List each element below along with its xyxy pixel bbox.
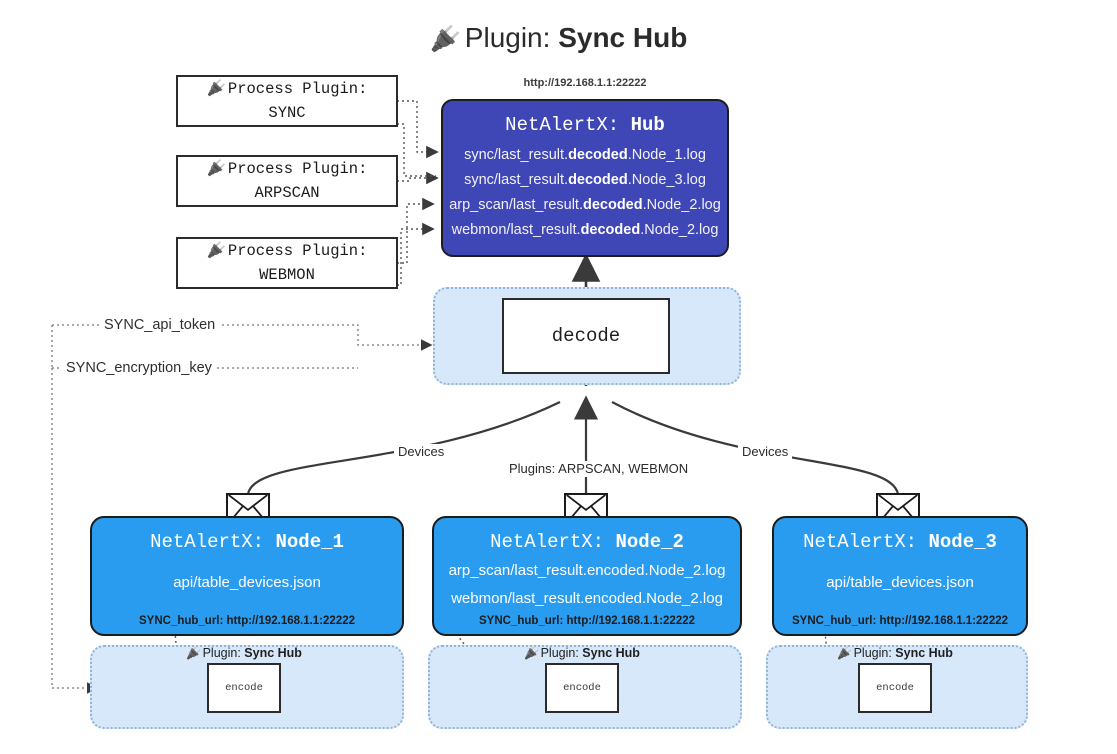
node-2[interactable]: NetAlertX: Node_2 arp_scan/last_result.e… xyxy=(432,516,742,636)
process-plugin-name: ARPSCAN xyxy=(254,184,320,202)
process-plugin-caption: Process Plugin: xyxy=(227,80,368,98)
hub-log-line: webmon/last_result.decoded.Node_2.log xyxy=(451,222,719,238)
decode-box[interactable]: decode xyxy=(502,298,670,374)
page-title: 🔌Plugin: Sync Hub xyxy=(0,16,1117,61)
node-3[interactable]: NetAlertX: Node_3 api/table_devices.json… xyxy=(772,516,1028,636)
node-line: api/table_devices.json xyxy=(173,574,321,591)
page-title-prefix: Plugin: xyxy=(464,22,551,53)
encode-caption-node-1: 🔌Plugin: Sync Hub xyxy=(186,646,302,660)
edge-label-center-plugins: Plugins: ARPSCAN, WEBMON xyxy=(505,461,693,477)
node-footer: SYNC_hub_url: http://192.168.1.1:22222 xyxy=(478,615,696,627)
secret-label-api-token: SYNC_api_token xyxy=(100,316,220,334)
process-plugin-webmon[interactable]: 🔌Process Plugin: WEBMON xyxy=(176,237,398,289)
node-line: arp_scan/last_result.encoded.Node_2.log xyxy=(448,562,726,579)
plug-icon: 🔌 xyxy=(429,25,461,53)
plug-icon: 🔌 xyxy=(186,646,202,660)
node-line: webmon/last_result.encoded.Node_2.log xyxy=(451,590,723,607)
process-plugin-arpscan[interactable]: 🔌Process Plugin: ARPSCAN xyxy=(176,155,398,207)
node-title-prefix: NetAlertX: xyxy=(803,531,918,553)
process-plugin-name: SYNC xyxy=(268,104,306,122)
encode-caption-node-2: 🔌Plugin: Sync Hub xyxy=(524,646,640,660)
node-line: api/table_devices.json xyxy=(826,574,974,591)
process-plugin-caption: Process Plugin: xyxy=(227,160,368,178)
process-plugin-sync[interactable]: 🔌Process Plugin: SYNC xyxy=(176,75,398,127)
edge-label-right-devices: Devices xyxy=(738,444,793,460)
hub-node[interactable]: NetAlertX: Hub sync/last_result.decoded.… xyxy=(441,99,729,257)
hub-log-list: sync/last_result.decoded.Node_1.log sync… xyxy=(443,143,727,243)
node-title-name: Node_1 xyxy=(275,531,344,553)
hub-title-prefix: NetAlertX: xyxy=(505,114,620,136)
hub-url-label: http://192.168.1.1:22222 xyxy=(523,77,647,89)
node-1[interactable]: NetAlertX: Node_1 api/table_devices.json… xyxy=(90,516,404,636)
node-title-prefix: NetAlertX: xyxy=(150,531,265,553)
encode-box-node-2[interactable]: encode xyxy=(545,663,619,713)
plug-icon: 🔌 xyxy=(206,80,226,97)
plug-icon: 🔌 xyxy=(837,646,853,660)
hub-log-line: sync/last_result.decoded.Node_1.log xyxy=(464,147,706,163)
node-title-name: Node_2 xyxy=(615,531,684,553)
hub-title-name: Hub xyxy=(630,114,665,136)
encode-box-node-3[interactable]: encode xyxy=(858,663,932,713)
edge-label-left-devices: Devices xyxy=(394,444,449,460)
plug-icon: 🔌 xyxy=(524,646,540,660)
hub-log-line: arp_scan/last_result.decoded.Node_2.log xyxy=(449,197,721,213)
node-footer: SYNC_hub_url: http://192.168.1.1:22222 xyxy=(791,615,1009,627)
encode-caption-node-3: 🔌Plugin: Sync Hub xyxy=(837,646,953,660)
encode-box-node-1[interactable]: encode xyxy=(207,663,281,713)
page-title-name: Sync Hub xyxy=(558,22,688,53)
plug-icon: 🔌 xyxy=(206,160,226,177)
process-plugin-caption: Process Plugin: xyxy=(227,242,368,260)
node-title-prefix: NetAlertX: xyxy=(490,531,605,553)
hub-log-line: sync/last_result.decoded.Node_3.log xyxy=(464,172,706,188)
node-footer: SYNC_hub_url: http://192.168.1.1:22222 xyxy=(138,615,356,627)
plug-icon: 🔌 xyxy=(206,242,226,259)
node-title-name: Node_3 xyxy=(928,531,997,553)
secret-label-encryption-key: SYNC_encryption_key xyxy=(62,359,216,377)
process-plugin-name: WEBMON xyxy=(259,266,315,284)
